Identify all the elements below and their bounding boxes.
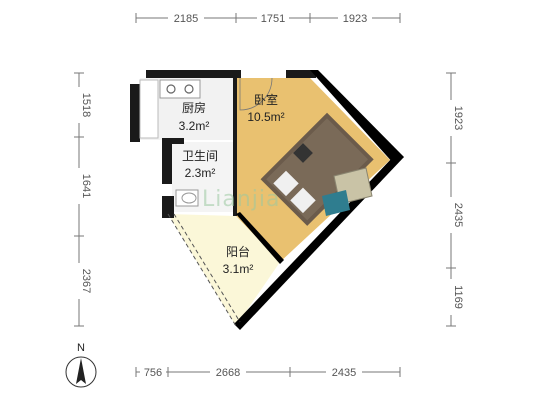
- desk-icon: [322, 167, 373, 216]
- right-dim-2: 2435: [452, 203, 464, 227]
- right-dimension-line: 1923 2435 1169: [444, 72, 464, 327]
- kitchen-area: 3.2m²: [179, 119, 210, 133]
- nightstand-icon: [293, 143, 313, 163]
- right-dim-1: 1923: [452, 106, 464, 130]
- balcony-railing: [167, 213, 237, 327]
- balcony-name: 阳台: [226, 244, 250, 259]
- north-compass: N: [65, 342, 97, 388]
- left-dim-1: 1518: [80, 93, 92, 117]
- bottom-dim-3: 2435: [332, 367, 356, 379]
- left-dim-2: 1641: [80, 174, 92, 198]
- bottom-dim-1: 756: [144, 367, 162, 379]
- bed-icon: [260, 112, 374, 226]
- compass-label: N: [77, 342, 85, 354]
- walls: [130, 70, 404, 330]
- bedroom-area: 10.5m²: [247, 110, 284, 124]
- bathroom-area: 2.3m²: [185, 166, 216, 180]
- bedroom-name: 卧室: [254, 92, 278, 107]
- left-dim-3: 2367: [80, 269, 92, 293]
- balcony-floor: [168, 214, 280, 326]
- kitchen-name: 厨房: [182, 100, 206, 115]
- toilet-icon: [175, 189, 199, 207]
- door-swing: [239, 77, 273, 111]
- top-dimension-line: 2185 1751 1923: [135, 11, 401, 25]
- bottom-dim-2: 2668: [216, 367, 240, 379]
- bathroom-name: 卫生间: [182, 149, 218, 163]
- kitchen-counter: [139, 79, 159, 139]
- right-dim-3: 1169: [452, 285, 464, 309]
- balcony-area: 3.1m²: [223, 262, 254, 276]
- top-dim-1: 2185: [174, 13, 198, 25]
- watermark: Lianjia: [202, 187, 281, 212]
- bottom-dimension-line: 756 2668 2435: [135, 365, 401, 379]
- left-dimension-line: 1518 1641 2367: [72, 72, 92, 327]
- top-dim-2: 1751: [261, 13, 285, 25]
- top-dim-3: 1923: [343, 13, 367, 25]
- stove-icon: [159, 79, 201, 99]
